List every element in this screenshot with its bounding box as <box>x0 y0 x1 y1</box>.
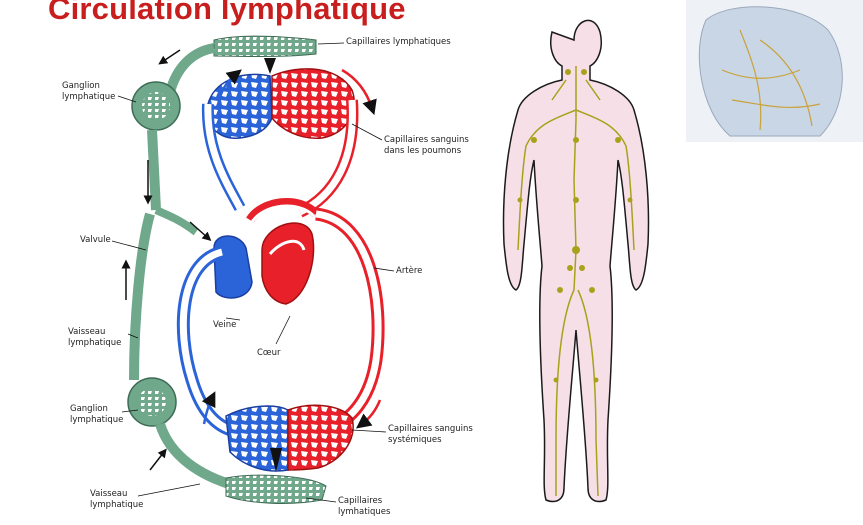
label-capillaires-poumons: Capillaires sanguins dans les poumons <box>384 135 469 156</box>
label-vaisseau-lymphatique-bottom: Vaisseau lymphatique <box>90 489 144 510</box>
systemic-loop <box>176 207 385 472</box>
heart <box>213 198 320 305</box>
leader-lines <box>111 42 395 503</box>
label-artere: Artère <box>396 266 423 276</box>
lymphatic-vessels <box>127 35 327 504</box>
label-ganglion-bottom: Ganglion lymphatique <box>70 404 124 425</box>
human-body-figure <box>502 19 650 503</box>
label-coeur: Cœur <box>257 348 281 358</box>
label-valvule: Valvule <box>80 235 111 245</box>
label-ganglion-top: Ganglion lymphatique <box>62 81 116 102</box>
label-capillaires-systemiques: Capillaires sanguins systémiques <box>388 424 473 445</box>
flow-arrows <box>121 49 382 471</box>
label-veine: Veine <box>213 320 237 330</box>
label-capillaires-lymhatiques-bottom: Capillaires lymhatiques <box>338 496 391 517</box>
label-capillaires-lymphatiques-top: Capillaires lymphatiques <box>346 37 451 47</box>
page-title: Circulation lymphatique <box>48 0 406 26</box>
neck-lymph-inset <box>686 0 863 142</box>
label-vaisseau-lymphatique-mid: Vaisseau lymphatique <box>68 327 122 348</box>
